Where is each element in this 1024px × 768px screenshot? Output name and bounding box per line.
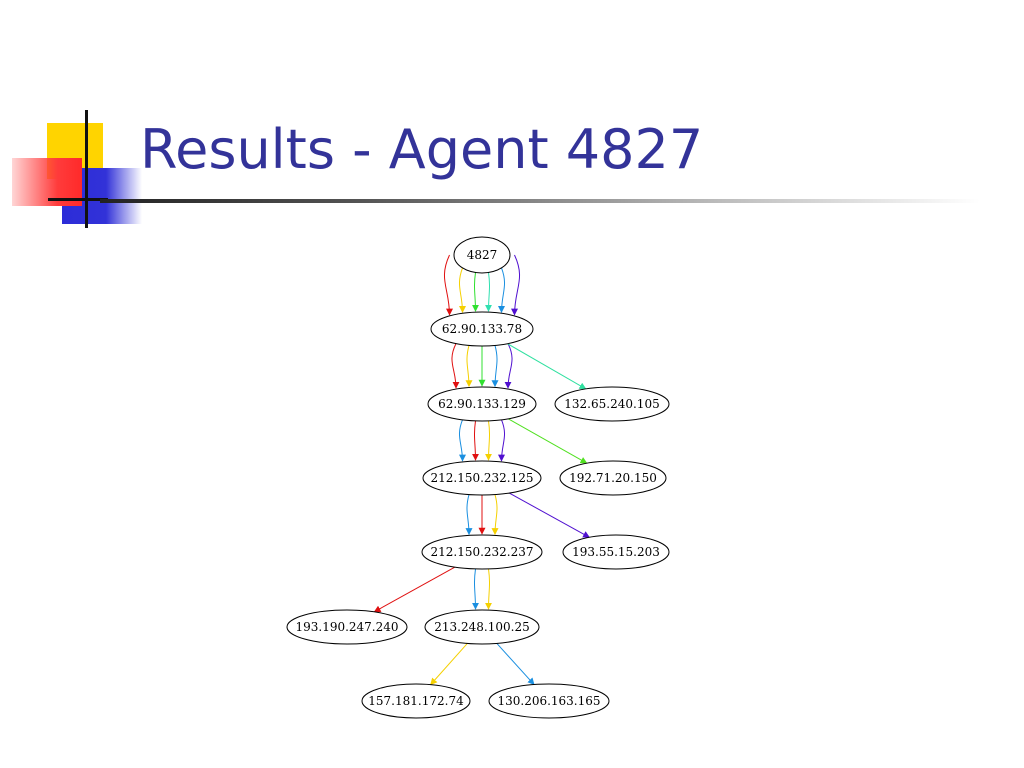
graph-node-n213: 213.248.100.25 bbox=[424, 609, 540, 645]
node-label: 4827 bbox=[467, 248, 498, 262]
graph-node-n212_237: 212.150.232.237 bbox=[421, 534, 543, 570]
node-ellipse bbox=[286, 609, 408, 645]
node-ellipse bbox=[562, 534, 670, 570]
node-ellipse bbox=[559, 460, 667, 496]
edge-n62_129-n212_125-1 bbox=[471, 420, 479, 461]
edge-n62_78-n62_129-0 bbox=[451, 343, 460, 389]
nodes-layer: 4827 62.90.133.78 62.90.133.129 132.65.240.… bbox=[286, 236, 670, 719]
edge-n212_237-n193_190-0 bbox=[373, 566, 455, 613]
edge-n62_129-n212_125-0 bbox=[458, 419, 466, 462]
graph-node-n4827: 4827 bbox=[453, 236, 511, 274]
edge-n213-n157-0 bbox=[430, 643, 468, 686]
node-ellipse bbox=[427, 386, 537, 422]
slide-title: Results - Agent 4827 bbox=[140, 118, 704, 181]
edges-layer bbox=[373, 254, 590, 686]
edge-n4827-n62_78-5 bbox=[511, 254, 521, 316]
edge-n212_125-n212_237-0 bbox=[465, 494, 473, 536]
node-label: 193.55.15.203 bbox=[572, 545, 660, 559]
edge-n4827-n62_78-4 bbox=[498, 267, 506, 313]
node-ellipse bbox=[554, 386, 670, 422]
node-label: 193.190.247.240 bbox=[295, 620, 398, 634]
node-label: 212.150.232.125 bbox=[430, 471, 533, 485]
edge-n62_78-n62_129-1 bbox=[465, 345, 473, 388]
edge-n4827-n62_78-2 bbox=[471, 272, 479, 312]
graph-node-n62_78: 62.90.133.78 bbox=[430, 311, 534, 347]
edge-n4827-n62_78-3 bbox=[485, 272, 493, 312]
node-label: 213.248.100.25 bbox=[434, 620, 529, 634]
graph-node-n193_55: 193.55.15.203 bbox=[562, 534, 670, 570]
node-label: 62.90.133.129 bbox=[438, 397, 526, 411]
node-ellipse bbox=[430, 311, 534, 347]
graph-node-n130: 130.206.163.165 bbox=[488, 683, 610, 719]
edge-n212_237-n213-1 bbox=[485, 568, 493, 610]
graph-node-n192: 192.71.20.150 bbox=[559, 460, 667, 496]
edge-n62_129-n212_125-3 bbox=[498, 419, 506, 462]
node-label: 192.71.20.150 bbox=[569, 471, 657, 485]
edge-n62_129-n212_125-2 bbox=[485, 420, 493, 461]
graph-node-n193_190: 193.190.247.240 bbox=[286, 609, 408, 645]
edge-n62_78-n62_129-3 bbox=[491, 345, 499, 388]
edge-n212_125-n193_55-0 bbox=[509, 492, 590, 538]
node-ellipse bbox=[361, 683, 471, 719]
node-ellipse bbox=[453, 236, 511, 274]
graph-node-n132: 132.65.240.105 bbox=[554, 386, 670, 422]
graph-node-n62_129: 62.90.133.129 bbox=[427, 386, 537, 422]
node-label: 132.65.240.105 bbox=[564, 397, 659, 411]
node-label: 62.90.133.78 bbox=[442, 322, 522, 336]
title-underline bbox=[100, 199, 980, 203]
node-label: 130.206.163.165 bbox=[497, 694, 600, 708]
graph-node-n157: 157.181.172.74 bbox=[361, 683, 471, 719]
graph-node-n212_125: 212.150.232.125 bbox=[422, 460, 542, 496]
edge-n62_129-n192-0 bbox=[508, 418, 588, 464]
logo-vertical-line bbox=[85, 110, 88, 228]
node-ellipse bbox=[421, 534, 543, 570]
logo-horizontal-line bbox=[48, 198, 108, 201]
edge-n213-n130-0 bbox=[496, 643, 535, 686]
edge-n212_125-n212_237-2 bbox=[491, 494, 499, 536]
edge-n62_78-n132-0 bbox=[507, 343, 587, 390]
edge-n4827-n62_78-0 bbox=[443, 254, 453, 316]
node-label: 157.181.172.74 bbox=[368, 694, 464, 708]
edge-n62_78-n62_129-4 bbox=[504, 343, 513, 389]
edge-n4827-n62_78-1 bbox=[458, 267, 466, 313]
node-label: 212.150.232.237 bbox=[430, 545, 533, 559]
node-ellipse bbox=[422, 460, 542, 496]
node-ellipse bbox=[488, 683, 610, 719]
edge-n212_237-n213-0 bbox=[471, 568, 479, 610]
node-ellipse bbox=[424, 609, 540, 645]
